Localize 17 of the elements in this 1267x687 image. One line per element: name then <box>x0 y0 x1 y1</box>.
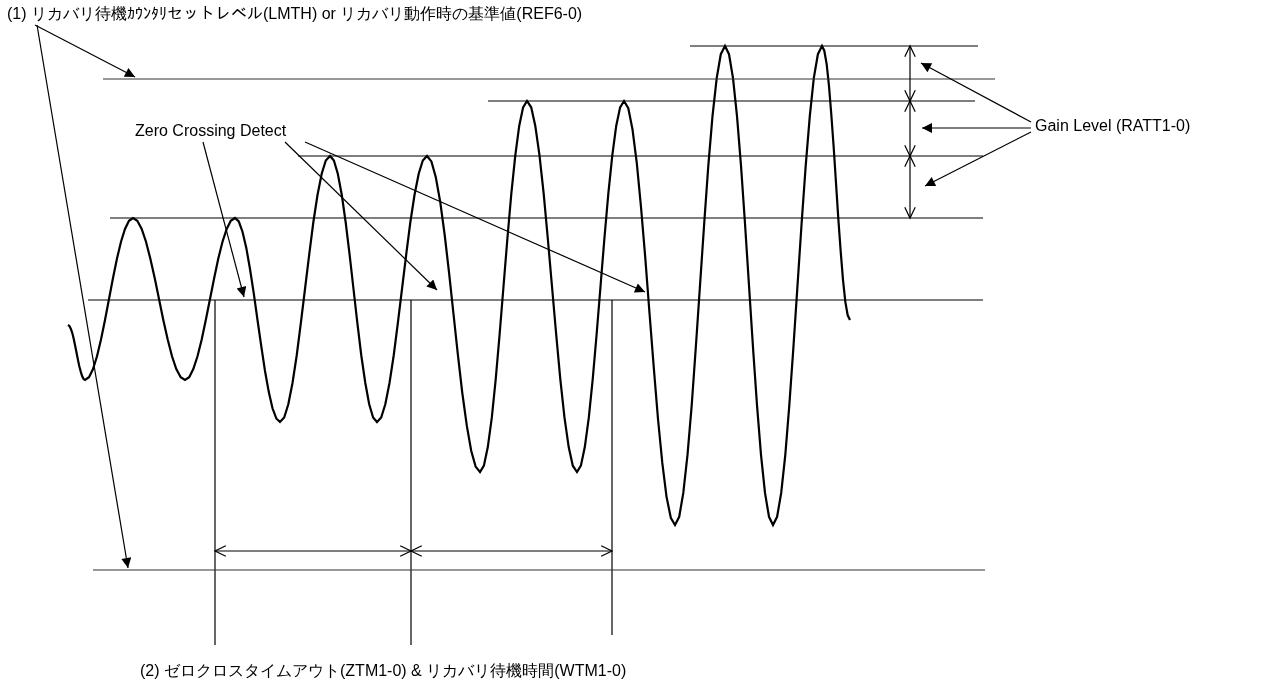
caption-text: (2) ゼロクロスタイムアウト(ZTM1-0) & リカバリ待機時間(WTM1-0) <box>140 661 627 680</box>
dimension-line <box>904 99 916 158</box>
threshold-line <box>102 78 996 80</box>
dimension-line <box>904 154 916 220</box>
leader-line <box>34 24 136 78</box>
callout-text: (1) リカバリ待機ｶｳﾝﾀﾘセットレベル(LMTH) or リカバリ動作時の基準値(REF6-0) <box>7 4 583 23</box>
leader-line <box>920 62 1032 123</box>
leader-line <box>921 123 1032 133</box>
threshold-line <box>92 569 986 571</box>
callout-text: Gain Level (RATT1-0) <box>1035 116 1191 135</box>
callout-text: Zero Crossing Detect <box>135 121 287 140</box>
leader-line <box>284 141 438 291</box>
leader-line <box>304 141 646 293</box>
leader-line <box>924 131 1032 187</box>
leader-line <box>36 24 132 569</box>
leader-line <box>202 141 247 298</box>
dimension-line <box>904 44 916 103</box>
